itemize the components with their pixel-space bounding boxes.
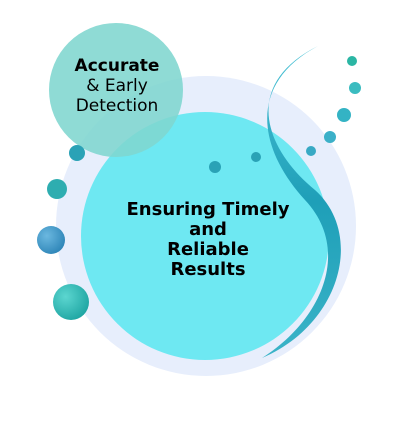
- dot: [306, 146, 316, 156]
- dot: [47, 179, 67, 199]
- swoosh-arc: [262, 46, 341, 358]
- dot: [37, 226, 65, 254]
- center-label-line-2: and: [189, 219, 227, 240]
- main-circle: [81, 112, 329, 360]
- dot: [324, 131, 336, 143]
- center-label-line-3: Reliable: [167, 239, 249, 260]
- accurate-label: Accurate: [74, 56, 160, 76]
- detection-label: Detection: [75, 96, 159, 116]
- early-label: & Early: [86, 76, 148, 96]
- dot: [69, 145, 85, 161]
- dot: [347, 56, 357, 66]
- dot: [349, 82, 361, 94]
- dot: [209, 161, 221, 173]
- accent-circle: [49, 23, 183, 157]
- dot: [337, 108, 351, 122]
- center-label-line-4: Results: [170, 259, 246, 280]
- center-label-line-1: Ensuring Timely: [126, 199, 290, 220]
- dot: [251, 152, 261, 162]
- center-label: Ensuring Timely and Reliable Results: [108, 200, 308, 280]
- dot: [53, 284, 89, 320]
- accurate-detection-label: Accurate & Early Detection: [52, 56, 182, 116]
